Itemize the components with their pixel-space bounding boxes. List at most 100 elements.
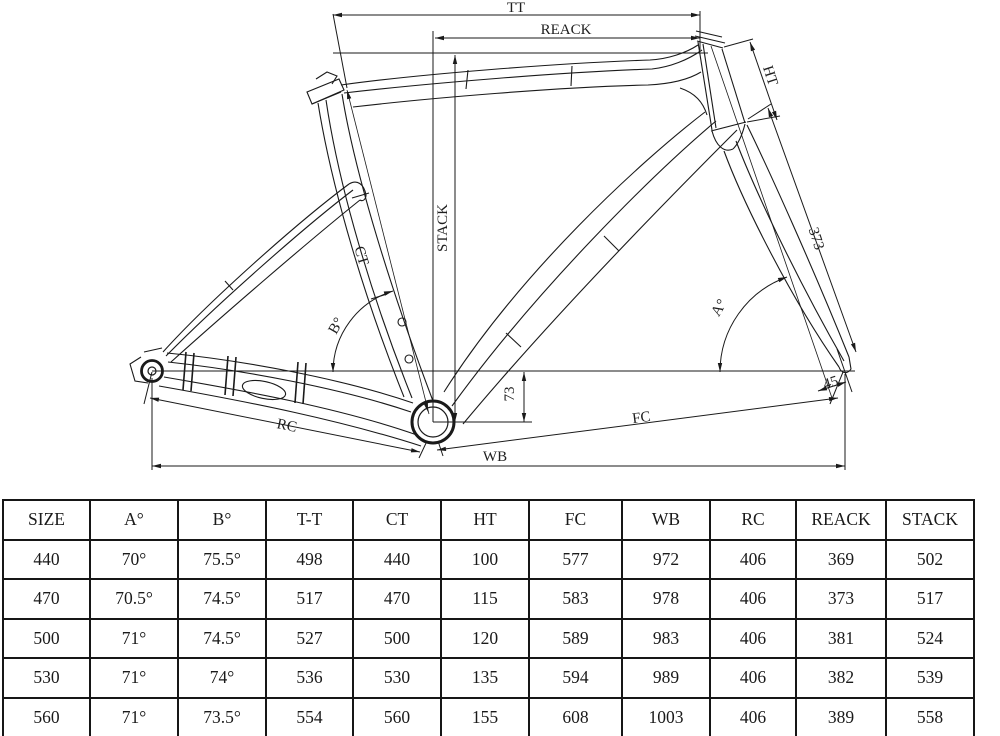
table-cell: 470 <box>2 578 91 620</box>
table-cell: 554 <box>265 696 354 736</box>
label-angle-b: B° <box>326 315 348 337</box>
table-cell: 608 <box>528 696 623 736</box>
table-cell: 989 <box>621 657 711 699</box>
table-cell: 589 <box>528 617 623 659</box>
label-angle-a: A° <box>708 297 730 320</box>
bike-frame-outline <box>129 30 852 447</box>
table-cell: 100 <box>440 538 530 580</box>
table-cell: 536 <box>265 657 354 699</box>
fork-length-dimension-line <box>767 107 857 353</box>
ht-dimension-line <box>749 41 778 121</box>
table-cell: 517 <box>885 578 975 620</box>
chain-stay <box>158 351 422 447</box>
table-cell: 369 <box>795 538 887 580</box>
table-cell: 75.5° <box>177 538 267 580</box>
table-header-cell: WB <box>621 499 711 541</box>
table-cell: 440 <box>2 538 91 580</box>
label-ct: CT <box>350 244 371 267</box>
table-cell: 440 <box>352 538 442 580</box>
seat-post <box>306 71 345 105</box>
top-tube <box>340 44 708 116</box>
fork-blade <box>723 124 852 374</box>
table-cell: 498 <box>265 538 354 580</box>
table-cell: 470 <box>352 578 442 620</box>
axle-detail <box>182 351 307 405</box>
table-header-cell: CT <box>352 499 442 541</box>
table-header-cell: HT <box>440 499 530 541</box>
table-cell: 381 <box>795 617 887 659</box>
table-header-cell: REACK <box>795 499 887 541</box>
table-header-cell: B° <box>177 499 267 541</box>
rear-dropout <box>129 347 164 384</box>
table-cell: 74.5° <box>177 617 267 659</box>
table-cell: 983 <box>621 617 711 659</box>
table-cell: 135 <box>440 657 530 699</box>
frame-diagram: TT REACK STACK CT HT 73 373 45 A° B° RC … <box>129 0 857 470</box>
table-cell: 500 <box>2 617 91 659</box>
angle-a-arc <box>719 276 788 373</box>
table-cell: 71° <box>89 657 179 699</box>
table-cell: 406 <box>709 538 797 580</box>
label-rc: RC <box>275 416 298 436</box>
table-cell: 517 <box>265 578 354 620</box>
table-header-cell: STACK <box>885 499 975 541</box>
table-header-cell: FC <box>528 499 623 541</box>
dimension-arrows <box>150 12 856 469</box>
table-header-cell: SIZE <box>2 499 91 541</box>
table-cell: 530 <box>2 657 91 699</box>
table-cell: 527 <box>265 617 354 659</box>
steering-axis <box>710 45 833 399</box>
seat-stay <box>162 181 367 363</box>
table-cell: 73.5° <box>177 696 267 736</box>
label-fork-rake: 45 <box>821 373 840 393</box>
table-cell: 406 <box>709 617 797 659</box>
rc-dimension-line <box>149 397 421 453</box>
label-bb-drop: 73 <box>502 387 518 402</box>
table-cell: 373 <box>795 578 887 620</box>
label-ht: HT <box>759 64 780 88</box>
angle-b-arc <box>332 290 394 373</box>
fc-dimension-line <box>436 397 839 451</box>
table-cell: 972 <box>621 538 711 580</box>
table-cell: 71° <box>89 696 179 736</box>
table-cell: 560 <box>352 696 442 736</box>
table-cell: 70° <box>89 538 179 580</box>
table-cell: 71° <box>89 617 179 659</box>
table-cell: 502 <box>885 538 975 580</box>
table-cell: 560 <box>2 696 91 736</box>
seat-tube-axis <box>346 89 430 415</box>
table-cell: 406 <box>709 578 797 620</box>
table-cell: 120 <box>440 617 530 659</box>
table-cell: 558 <box>885 696 975 736</box>
table-cell: 389 <box>795 696 887 736</box>
table-cell: 1003 <box>621 696 711 736</box>
table-cell: 406 <box>709 696 797 736</box>
table-cell: 594 <box>528 657 623 699</box>
dimension-labels: TT REACK STACK CT HT 73 373 45 A° B° RC … <box>275 0 840 465</box>
table-header-cell: T-T <box>265 499 354 541</box>
table-cell: 74° <box>177 657 267 699</box>
table-header-cell: A° <box>89 499 179 541</box>
label-fork-length: 373 <box>805 226 827 252</box>
label-reack: REACK <box>541 22 592 38</box>
table-cell: 500 <box>352 617 442 659</box>
head-tube <box>694 30 747 151</box>
down-tube <box>443 111 738 425</box>
table-cell: 577 <box>528 538 623 580</box>
bottle-boss <box>404 354 414 364</box>
table-cell: 74.5° <box>177 578 267 620</box>
table-cell: 524 <box>885 617 975 659</box>
seat-tube <box>317 93 434 402</box>
table-header-cell: RC <box>709 499 797 541</box>
table-cell: 530 <box>352 657 442 699</box>
label-tt: TT <box>507 0 525 16</box>
label-fc: FC <box>631 409 651 427</box>
table-cell: 583 <box>528 578 623 620</box>
